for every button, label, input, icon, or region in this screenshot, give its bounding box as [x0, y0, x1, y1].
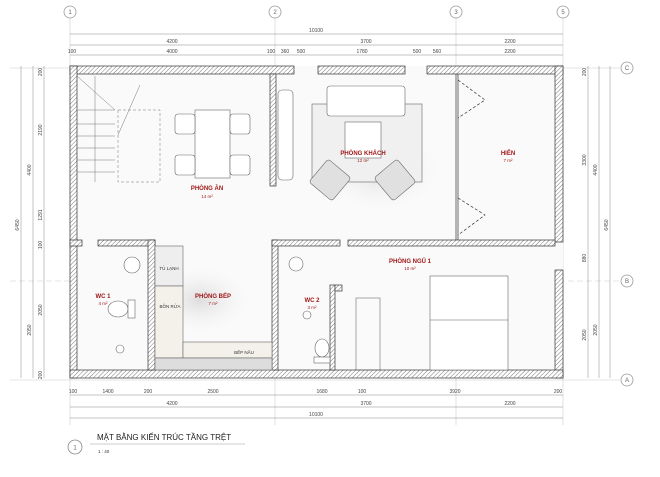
dimension-labels: 10100 4200 3700 2200 100 4000 100 360 500 1780 500… — [15, 28, 610, 418]
grid-label: A — [625, 378, 629, 384]
dimension-label: 560 — [433, 49, 442, 55]
dimension-label: 200 — [582, 68, 588, 77]
grid-label: 3 — [454, 10, 458, 16]
dimension-label: 200 — [554, 389, 563, 395]
room-area: 7 m² — [504, 158, 514, 163]
dimension-label: 2200 — [504, 49, 515, 55]
room-label-wc1: WC 14 m² — [96, 294, 112, 306]
porch-glass-door[interactable] — [455, 74, 486, 240]
dimension-label: 6450 — [15, 219, 21, 230]
dimension-label: 2190 — [38, 124, 44, 135]
room-name: WC 2 — [305, 298, 321, 304]
kitchen-counter — [154, 245, 273, 371]
grid-bubble — [620, 373, 634, 387]
fridge-label: TỦ LẠNH — [159, 265, 178, 271]
dimension-label: 10100 — [309, 412, 323, 418]
wc-fixtures — [107, 256, 331, 364]
grid-label: B — [625, 279, 629, 285]
dimension-label: 100 — [38, 241, 44, 250]
dimension-label: 1780 — [356, 49, 367, 55]
dimension-label: 2050 — [593, 324, 599, 335]
grid-label: C — [625, 66, 630, 72]
grid-bubble — [268, 5, 282, 19]
dimension-label: 500 — [297, 49, 306, 55]
dimension-label: 3700 — [360, 401, 371, 407]
dimension-label: 3920 — [449, 389, 460, 395]
dimension-label: 4400 — [593, 164, 599, 175]
dimension-label: 2200 — [504, 401, 515, 407]
dimension-label: 4400 — [27, 164, 33, 175]
dimension-label: 2500 — [207, 389, 218, 395]
room-label-wc2: WC 23 m² — [305, 298, 321, 310]
dimension-label: 2050 — [27, 324, 33, 335]
room-name: PHÒNG BẾP — [195, 292, 231, 300]
dimension-label: 100 — [267, 49, 276, 55]
dimension-label: 1291 — [38, 209, 44, 220]
drawing-title: 1 MẶT BẰNG KIẾN TRÚC TẦNG TRỆT 1 : 40 — [67, 432, 245, 455]
room-area: 7 m² — [209, 301, 219, 306]
dimension-label: 6450 — [604, 219, 610, 230]
sideboard — [277, 89, 294, 181]
room-label-bedroom: PHÒNG NGỦ 110 m² — [389, 257, 432, 271]
grid-label: 2 — [273, 10, 277, 16]
dimension-label: 4200 — [166, 39, 177, 45]
dimension-label: 2200 — [504, 39, 515, 45]
stove-label: BẾP NẤU — [234, 349, 254, 355]
room-area: 3 m² — [308, 305, 318, 310]
grid-label: 5 — [561, 10, 565, 16]
dimension-label: 10100 — [309, 28, 323, 34]
dimension-label: 3300 — [582, 154, 588, 165]
dimension-label: 4200 — [166, 401, 177, 407]
room-label-dining: PHÒNG ĂN 14 m² — [191, 184, 223, 199]
grid-bubble — [620, 61, 634, 75]
dimension-label: 100 — [69, 389, 78, 395]
grid-bubble — [556, 5, 570, 19]
dimension-label: 2050 — [38, 304, 44, 315]
grid-bubble — [449, 5, 463, 19]
dimension-label: 500 — [413, 49, 422, 55]
room-area: 14 m² — [201, 194, 213, 199]
grid-bubble — [63, 5, 77, 19]
sink-label: BỒN RỬA — [159, 303, 180, 309]
bed — [429, 275, 509, 371]
grid-label: 1 — [68, 10, 72, 16]
dining-table — [174, 109, 251, 179]
grid-bubble — [620, 274, 634, 288]
room-area: 10 m² — [404, 266, 416, 271]
room-area: 12 m² — [357, 158, 369, 163]
title-text: MẶT BẰNG KIẾN TRÚC TẦNG TRỆT — [97, 432, 231, 442]
dimension-label: 200 — [38, 68, 44, 77]
grid-bubbles: 1 2 3 5C B A — [63, 5, 634, 387]
dimension-label: 3700 — [360, 39, 371, 45]
title-number: 1 — [73, 446, 77, 452]
title-scale: 1 : 40 — [98, 449, 110, 454]
dimension-label: 360 — [281, 49, 290, 55]
room-area: 4 m² — [99, 301, 109, 306]
walls — [69, 65, 564, 379]
dimension-label: 2050 — [582, 329, 588, 340]
room-name: WC 1 — [96, 294, 112, 300]
living-furniture — [309, 85, 423, 201]
title-number-circle — [67, 439, 83, 455]
dimension-label: 200 — [38, 371, 44, 380]
dimension-label: 4000 — [166, 49, 177, 55]
dimension-label: 100 — [68, 49, 77, 55]
staircase — [76, 75, 381, 371]
room-name: PHÒNG ĂN — [191, 184, 223, 192]
dimension-label: 200 — [144, 389, 153, 395]
dimension-label: 880 — [582, 254, 588, 263]
room-name: PHÒNG NGỦ 1 — [389, 257, 432, 265]
dimension-lines — [20, 33, 611, 419]
room-name: PHÒNG KHÁCH — [340, 149, 385, 157]
room-name: HIÊN — [501, 149, 515, 157]
dimension-label: 100 — [358, 389, 367, 395]
dimension-label: 1680 — [316, 389, 327, 395]
dimension-label: 1400 — [102, 389, 113, 395]
